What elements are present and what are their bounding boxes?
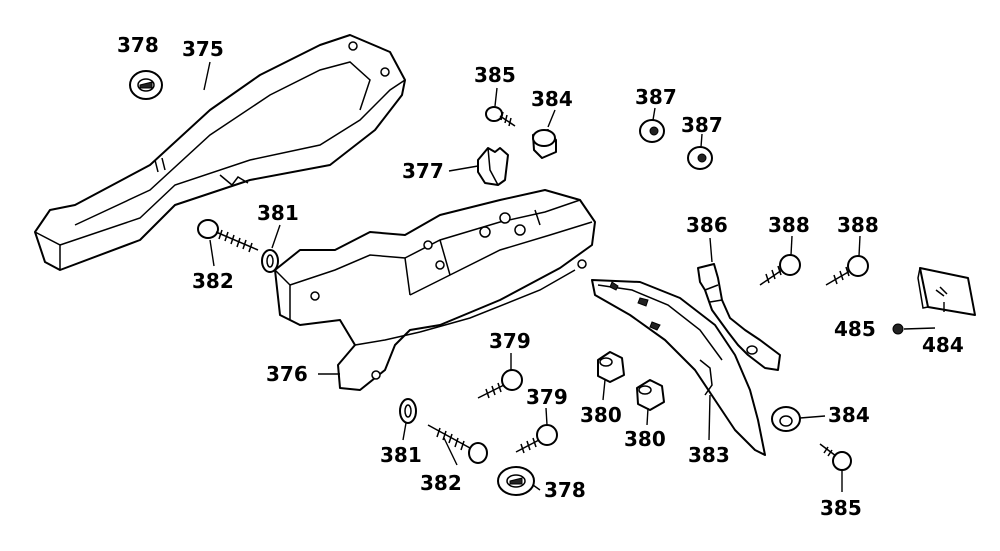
label-381-bottom: 381 <box>380 443 422 467</box>
part-380-nut-b <box>636 379 665 411</box>
label-376: 376 <box>266 362 308 386</box>
part-383-guard <box>591 279 766 456</box>
label-382-bottom: 382 <box>420 471 462 495</box>
part-375-upper-cover <box>34 34 406 271</box>
label-379-top: 379 <box>489 329 531 353</box>
part-380-nut-a <box>597 351 625 383</box>
label-381-top: 381 <box>257 201 299 225</box>
label-380-a: 380 <box>580 403 622 427</box>
part-388-screw-a <box>759 254 801 286</box>
part-385-screw-top <box>485 106 516 127</box>
part-381-washer-bottom <box>399 398 417 424</box>
label-484: 484 <box>922 333 964 357</box>
label-385-top: 385 <box>474 63 516 87</box>
label-378-top: 378 <box>117 33 159 57</box>
part-382-bolt-bottom <box>427 424 488 464</box>
part-388-screw-b <box>825 255 869 286</box>
part-379-bolt-top <box>477 369 523 399</box>
part-378-grommet-bottom <box>497 466 535 496</box>
part-485-nut <box>892 323 904 335</box>
part-484-pad <box>917 267 976 316</box>
part-384-nut-bottom <box>771 406 801 432</box>
label-382-top: 382 <box>192 269 234 293</box>
label-384-top: 384 <box>531 87 573 111</box>
part-386-bracket <box>697 263 781 371</box>
label-375: 375 <box>182 37 224 61</box>
part-379-bolt-bottom <box>515 424 558 454</box>
label-380-b: 380 <box>624 427 666 451</box>
label-388-b: 388 <box>837 213 879 237</box>
part-376-main-body <box>274 189 596 391</box>
label-378-bottom: 378 <box>544 478 586 502</box>
label-388-a: 388 <box>768 213 810 237</box>
part-378-grommet-top <box>129 70 163 100</box>
part-382-bolt-top <box>197 219 259 253</box>
part-385-screw-bottom <box>819 443 852 471</box>
part-387-grommet-a <box>639 119 665 143</box>
part-labels: 375 378 385 384 387 387 377 381 382 386 … <box>117 33 964 520</box>
label-387-a: 387 <box>635 85 677 109</box>
part-384-nut-top <box>532 129 557 159</box>
leader-lines <box>203 61 945 492</box>
label-377: 377 <box>402 159 444 183</box>
label-385-bottom: 385 <box>820 496 862 520</box>
part-381-washer-top <box>261 249 279 273</box>
part-387-grommet-b <box>687 146 713 170</box>
label-379-bottom: 379 <box>526 385 568 409</box>
label-384-bottom: 384 <box>828 403 870 427</box>
label-386: 386 <box>686 213 728 237</box>
label-387-b: 387 <box>681 113 723 137</box>
part-377-clip <box>477 147 509 186</box>
label-485: 485 <box>834 317 876 341</box>
label-383: 383 <box>688 443 730 467</box>
